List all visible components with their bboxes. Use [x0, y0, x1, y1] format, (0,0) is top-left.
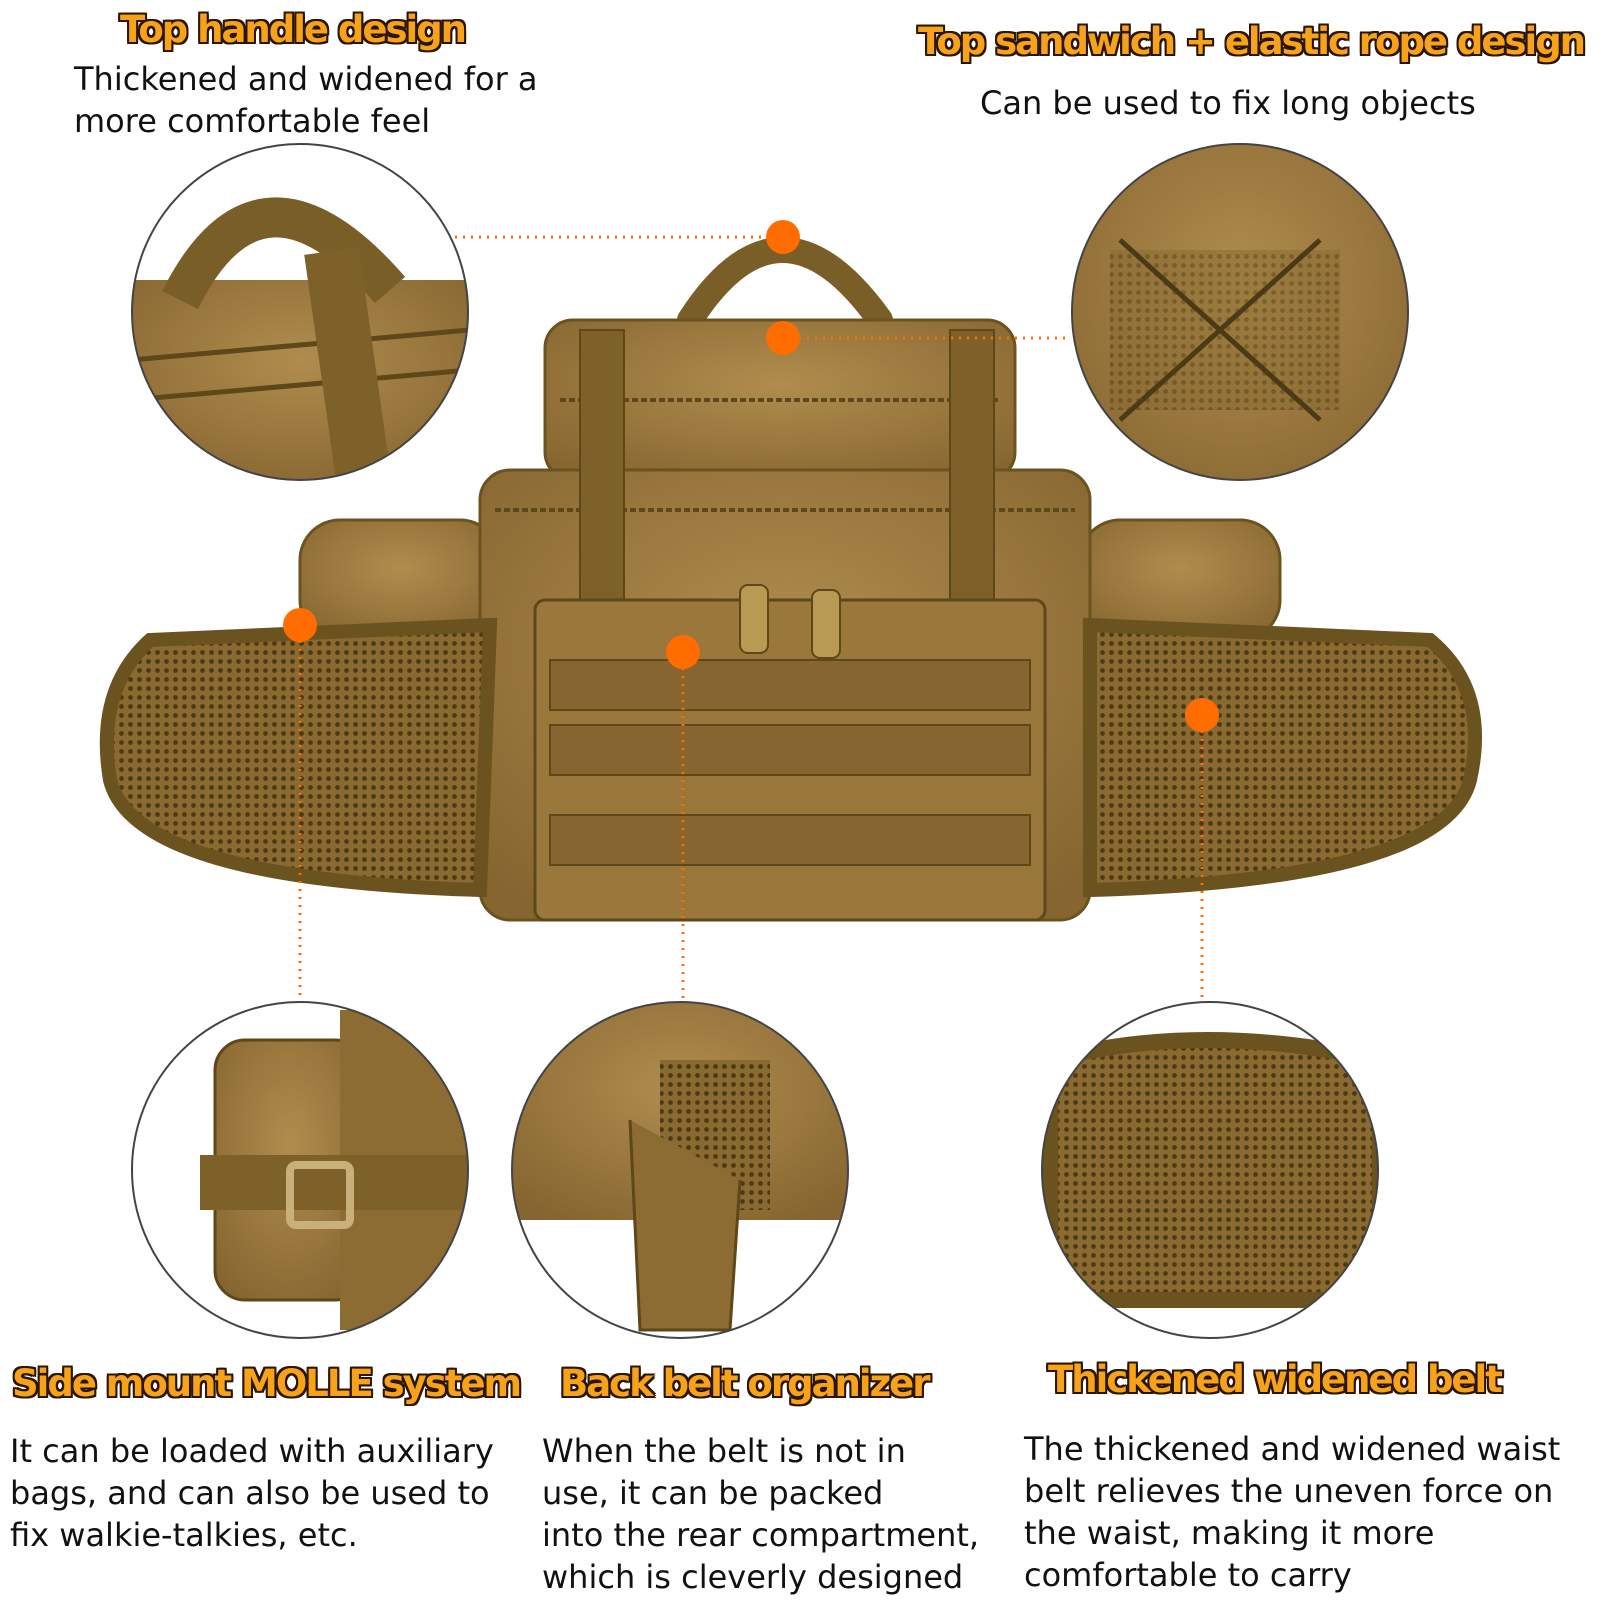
handle-strap [677, 237, 893, 333]
zipper-pull [811, 589, 841, 659]
detail-back-organizer [511, 1001, 849, 1339]
back-belt-title: Back belt organizer [560, 1362, 930, 1405]
back-belt-description: When the belt is not in use, it can be p… [542, 1430, 979, 1598]
detail-thick-belt [1041, 1001, 1379, 1339]
side-molle-description: It can be loaded with auxiliary bags, an… [10, 1430, 494, 1556]
left-belt-wing [99, 617, 498, 898]
right-carry-strap [949, 329, 995, 611]
thick-belt-title: Thickened widened belt [1048, 1358, 1503, 1401]
desc-line: bags, and can also be used to [10, 1474, 490, 1512]
desc-line: comfortable to carry [1024, 1556, 1352, 1594]
left-carry-strap [579, 329, 625, 611]
desc-line: use, it can be packed [542, 1474, 884, 1512]
detail-elastic-rope [1071, 143, 1409, 481]
detail-side-molle [131, 1001, 469, 1339]
desc-line: Can be used to fix long objects [980, 84, 1476, 122]
top-handle-title: Top handle design [120, 8, 467, 51]
desc-line: more comfortable feel [74, 102, 431, 140]
top-handle-description: Thickened and widened for a more comfort… [74, 58, 538, 142]
desc-line: the waist, making it more [1024, 1514, 1435, 1552]
callout-dots [283, 220, 1219, 732]
side-molle-title: Side mount MOLLE system [12, 1362, 522, 1405]
detail-handle [131, 143, 469, 481]
callout-lines [298, 235, 1204, 1000]
callout-dot [766, 220, 800, 254]
desc-line: Thickened and widened for a [74, 60, 538, 98]
thick-belt-description: The thickened and widened waist belt rel… [1024, 1428, 1560, 1596]
right-belt-wing [1083, 617, 1482, 898]
desc-line: into the rear compartment, [542, 1516, 980, 1554]
main-bag [99, 237, 1482, 922]
desc-line: which is cleverly designed [542, 1558, 964, 1596]
callout-dot [283, 608, 317, 642]
desc-line: fix walkie-talkies, etc. [10, 1516, 358, 1554]
callout-dot [1185, 698, 1219, 732]
callout-dot [766, 321, 800, 355]
top-sandwich-description: Can be used to fix long objects [980, 82, 1476, 124]
desc-line: The thickened and widened waist [1024, 1430, 1561, 1468]
desc-line: It can be loaded with auxiliary [10, 1432, 494, 1470]
zipper-pull [739, 584, 769, 654]
desc-line: When the belt is not in [542, 1432, 906, 1470]
callout-dot [666, 635, 700, 669]
desc-line: belt relieves the uneven force on [1024, 1472, 1554, 1510]
top-sandwich-title: Top sandwich + elastic rope design [918, 20, 1586, 63]
